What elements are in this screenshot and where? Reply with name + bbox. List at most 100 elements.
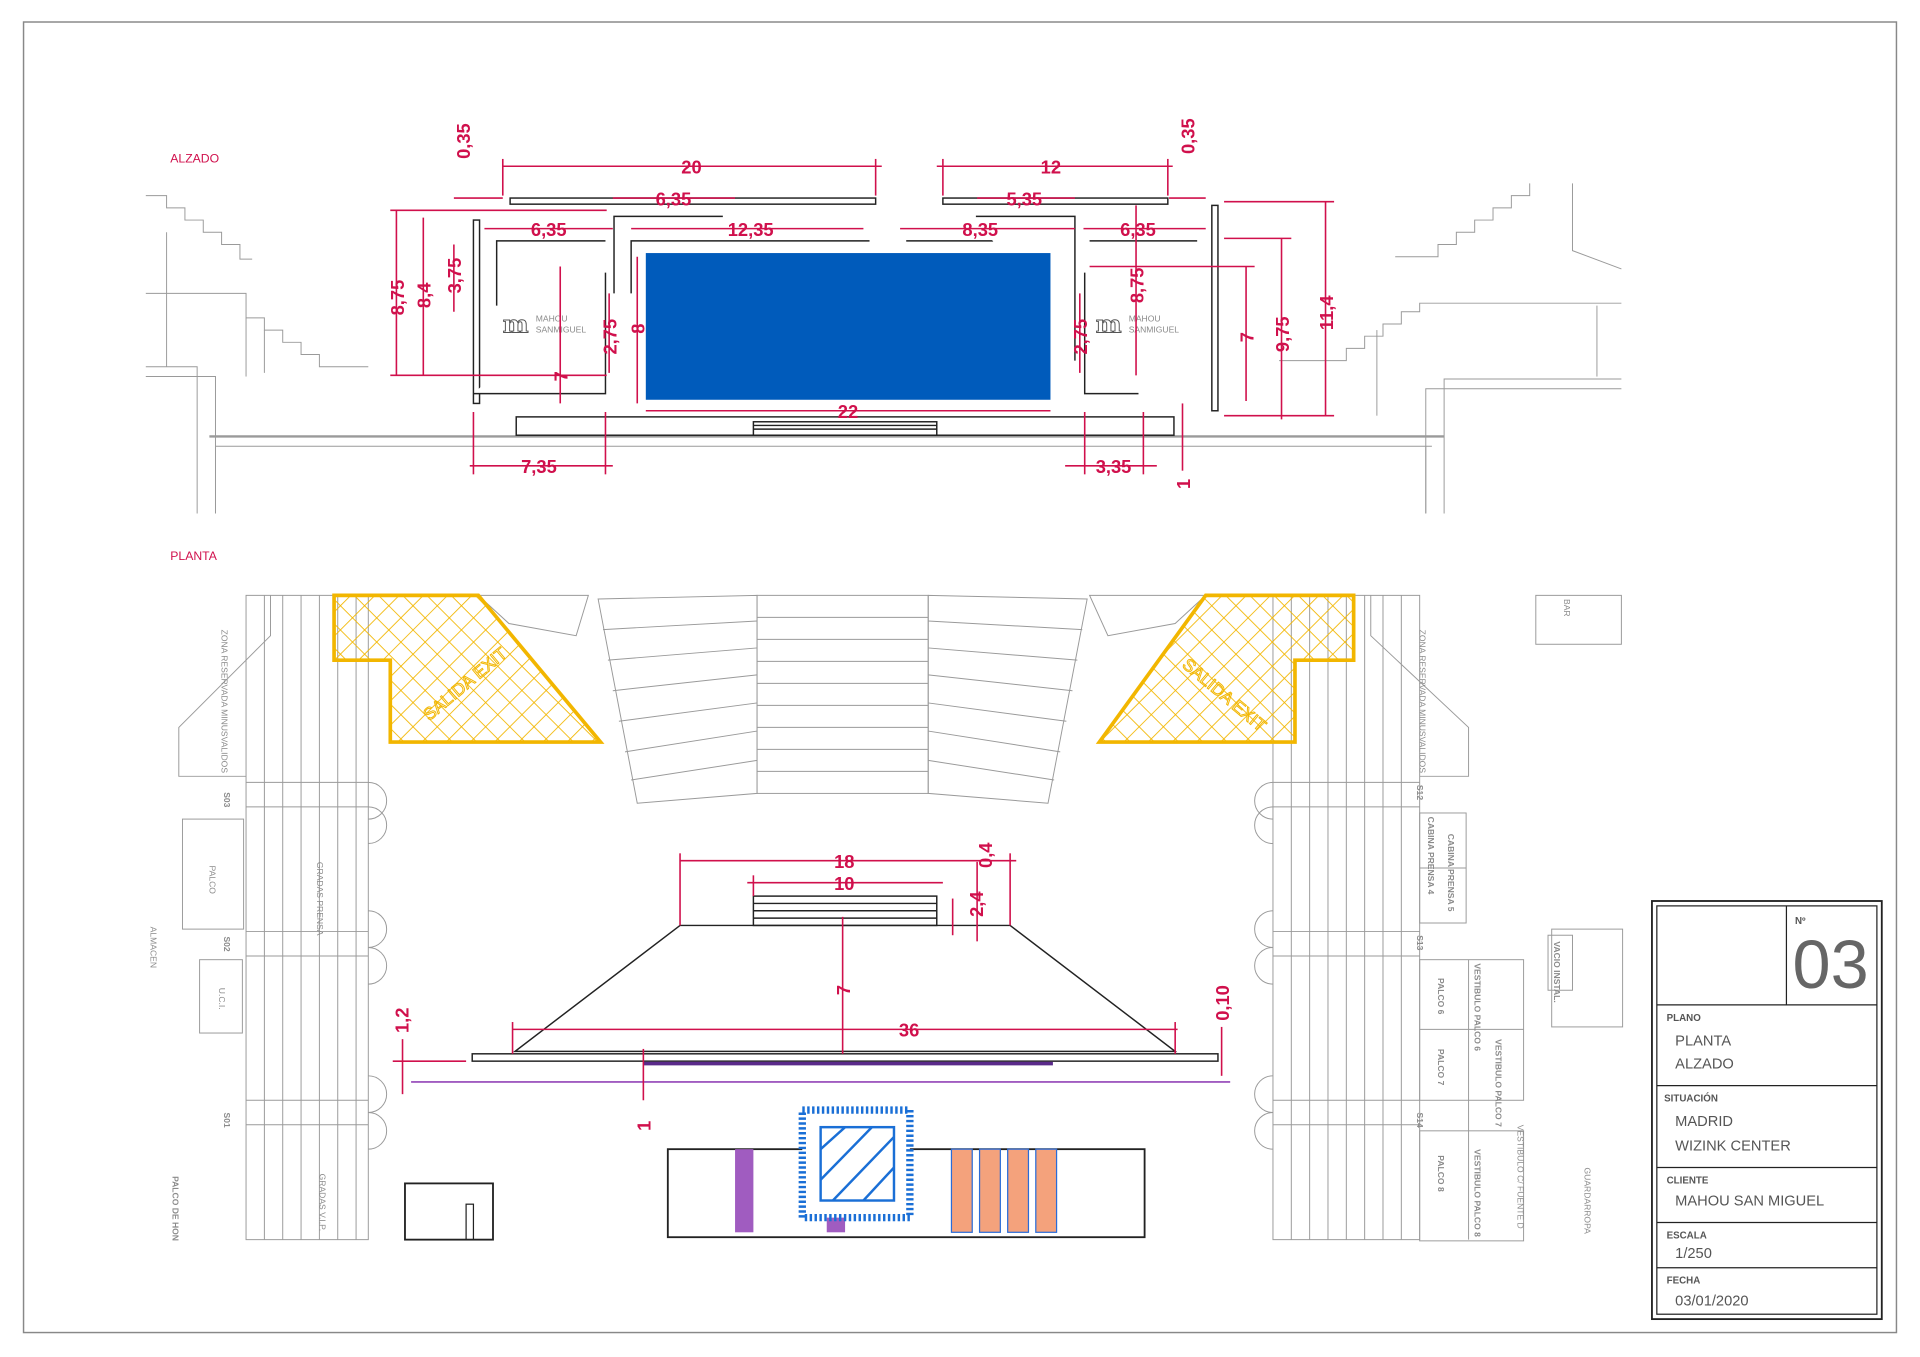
dim-mid-center-right: 8,35 bbox=[962, 219, 998, 240]
dim-upper-right: 5,35 bbox=[1006, 188, 1042, 209]
situacion-value-1: MADRID bbox=[1675, 1114, 1733, 1130]
dim-height-right-inner: 8,75 bbox=[1126, 268, 1147, 304]
dim-mid-center-left: 12,35 bbox=[728, 219, 774, 240]
side-stands-left bbox=[178, 594, 388, 1241]
svg-text:SANMIGUEL: SANMIGUEL bbox=[1129, 325, 1180, 335]
svg-text:VACIO INSTAL.: VACIO INSTAL. bbox=[1552, 941, 1562, 1002]
plan-view: SALIDA EXIT SALIDA EXIT bbox=[149, 593, 1624, 1242]
plano-value-1: PLANTA bbox=[1675, 1033, 1731, 1049]
dim-post-left: 2,75 bbox=[599, 319, 620, 355]
elevation-dimension-lines bbox=[390, 158, 1335, 475]
svg-text:BAR: BAR bbox=[1562, 599, 1572, 617]
situacion-label: SITUACIÓN bbox=[1664, 1092, 1718, 1104]
plano-label: PLANO bbox=[1667, 1013, 1702, 1024]
exit-zone-left: SALIDA EXIT bbox=[332, 593, 605, 744]
plano-value-2: ALZADO bbox=[1675, 1056, 1734, 1072]
stage-plan bbox=[471, 895, 1219, 1062]
dim-top-span-right: 12 bbox=[1041, 157, 1061, 178]
dim-base-right: 3,35 bbox=[1096, 456, 1132, 477]
svg-text:S12: S12 bbox=[1415, 785, 1425, 800]
dim-height-right-7: 7 bbox=[1236, 332, 1257, 342]
svg-text:S03: S03 bbox=[222, 792, 232, 807]
svg-text:CABINA PRENSA 4: CABINA PRENSA 4 bbox=[1426, 817, 1436, 895]
svg-text:ZONA RESERVADA MINUSVALIDOS: ZONA RESERVADA MINUSVALIDOS bbox=[220, 630, 230, 774]
stands-left bbox=[145, 195, 369, 514]
svg-text:ALMACEN: ALMACEN bbox=[149, 927, 159, 968]
dim-post-right: 2,75 bbox=[1070, 319, 1091, 355]
dim-mid-right: 6,35 bbox=[1120, 219, 1156, 240]
sheet-border bbox=[22, 21, 1898, 1334]
svg-text:ZONA RESERVADA MINUSVALIDOS: ZONA RESERVADA MINUSVALIDOS bbox=[1418, 630, 1428, 774]
dim-mid-left: 6,35 bbox=[531, 219, 567, 240]
svg-text:CABINA PRENSA 5: CABINA PRENSA 5 bbox=[1446, 834, 1456, 912]
dim-plan-left-height: 1,2 bbox=[392, 1008, 413, 1033]
dim-base-height: 1 bbox=[1173, 479, 1194, 489]
svg-text:PALCO 8: PALCO 8 bbox=[1436, 1155, 1446, 1192]
svg-text:SANMIGUEL: SANMIGUEL bbox=[536, 325, 587, 335]
cliente-label: CLIENTE bbox=[1667, 1175, 1709, 1186]
dim-screen-width: 22 bbox=[838, 401, 858, 422]
svg-text:PALCO 6: PALCO 6 bbox=[1436, 978, 1446, 1015]
situacion-value-2: WIZINK CENTER bbox=[1675, 1138, 1791, 1154]
room-labels-right: BAR ZONA RESERVADA MINUSVALIDOS S12 CABI… bbox=[1415, 599, 1592, 1237]
dim-height-right-total: 11,4 bbox=[1316, 295, 1337, 330]
dim-plan-platform-width: 10 bbox=[834, 873, 854, 894]
mahou-logo-right: m MAHOU SANMIGUEL bbox=[1095, 309, 1180, 339]
escala-label: ESCALA bbox=[1667, 1230, 1707, 1241]
svg-text:MAHOU: MAHOU bbox=[1129, 314, 1161, 324]
dim-plan-depth: 7 bbox=[833, 985, 854, 995]
room-labels-left: ZONA RESERVADA MINUSVALIDOS S03 PALCO AL… bbox=[149, 630, 328, 1241]
svg-text:VESTIBULO PALCO 8: VESTIBULO PALCO 8 bbox=[1473, 1149, 1483, 1237]
dim-top-left-gap: 0,35 bbox=[453, 123, 474, 159]
bottom-rooms bbox=[404, 1106, 1146, 1241]
title-block: Nº 03 PLANO PLANTA ALZADO SITUACIÓN MADR… bbox=[1651, 900, 1883, 1321]
led-screen bbox=[645, 253, 1051, 400]
section-label-plan: PLANTA bbox=[170, 549, 217, 563]
dim-plan-top-gap: 0,4 bbox=[975, 842, 996, 868]
svg-text:MAHOU: MAHOU bbox=[536, 314, 568, 324]
dim-base-left: 7,35 bbox=[521, 456, 557, 477]
fecha-value: 03/01/2020 bbox=[1675, 1294, 1748, 1310]
svg-text:GRADAS PRENSA: GRADAS PRENSA bbox=[315, 862, 325, 936]
dim-screen-height: 8 bbox=[628, 324, 649, 334]
svg-text:VESTIBULO PALCO 7: VESTIBULO PALCO 7 bbox=[1493, 1039, 1503, 1127]
dim-upper-left: 6,35 bbox=[656, 188, 692, 209]
svg-text:m: m bbox=[1096, 310, 1122, 339]
mahou-logo-left: m MAHOU SANMIGUEL bbox=[502, 309, 587, 339]
svg-text:PALCO DE HON: PALCO DE HON bbox=[171, 1176, 181, 1241]
svg-text:VESTIBULO C/ FUENTE D: VESTIBULO C/ FUENTE D bbox=[1515, 1125, 1525, 1229]
svg-text:PALCO: PALCO bbox=[207, 866, 217, 895]
fecha-label: FECHA bbox=[1667, 1276, 1701, 1287]
dim-top-span-left: 20 bbox=[681, 157, 701, 178]
dim-plan-bottom-gap: 1 bbox=[634, 1121, 655, 1131]
plan-dimension-lines bbox=[392, 853, 1223, 1101]
dim-height-left-small: 3,75 bbox=[444, 258, 465, 294]
dim-top-right-gap: 0,35 bbox=[1178, 118, 1199, 154]
svg-text:GUARDARROPA: GUARDARROPA bbox=[1583, 1168, 1593, 1235]
number-label: Nº bbox=[1795, 916, 1806, 927]
exit-zone-right: SALIDA EXIT bbox=[1095, 593, 1356, 744]
svg-text:U.C.I.: U.C.I. bbox=[217, 988, 227, 1010]
dim-plan-platform-depth: 2,4 bbox=[966, 891, 987, 917]
svg-text:S01: S01 bbox=[222, 1112, 232, 1127]
elevation-view: m MAHOU SANMIGUEL m MAHOU SANMIGUEL bbox=[145, 118, 1622, 514]
side-stands-right bbox=[1254, 594, 1624, 1242]
stands-right bbox=[1279, 183, 1622, 514]
svg-text:VESTIBULO PALCO 6: VESTIBULO PALCO 6 bbox=[1473, 963, 1483, 1051]
svg-text:PALCO 7: PALCO 7 bbox=[1436, 1049, 1446, 1086]
dim-plan-base-gap: 0,10 bbox=[1212, 985, 1233, 1021]
section-label-elevation: ALZADO bbox=[170, 152, 219, 166]
dim-height-left-outer: 8,75 bbox=[387, 280, 408, 316]
dim-plan-base-width: 36 bbox=[899, 1020, 919, 1041]
svg-text:S14: S14 bbox=[1415, 1112, 1425, 1127]
dim-plan-top-width: 18 bbox=[834, 851, 854, 872]
central-seating bbox=[477, 594, 1207, 804]
svg-text:S02: S02 bbox=[222, 936, 232, 951]
dim-height-right-975: 9,75 bbox=[1272, 316, 1293, 352]
svg-text:S13: S13 bbox=[1415, 935, 1425, 950]
svg-text:GRADAS V.I.P.: GRADAS V.I.P. bbox=[317, 1174, 327, 1231]
escala-value: 1/250 bbox=[1675, 1246, 1712, 1262]
floor-line bbox=[209, 435, 1445, 514]
svg-text:m: m bbox=[503, 310, 529, 339]
